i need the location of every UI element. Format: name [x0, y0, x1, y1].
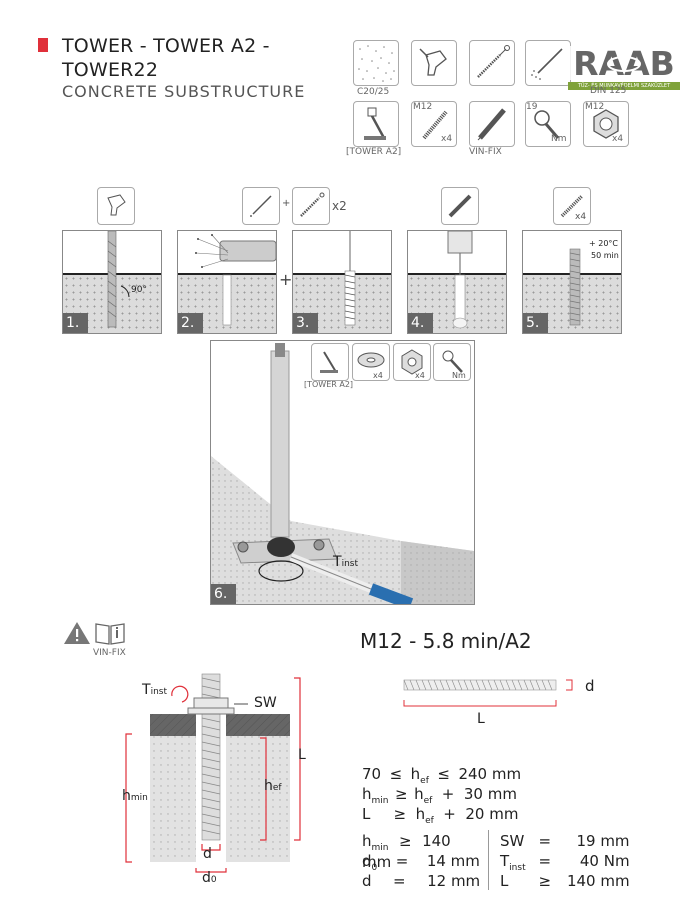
page-title: TOWER - TOWER A2 - TOWER22 — [62, 34, 270, 82]
warning-icon — [62, 620, 92, 650]
anchor-label: [TOWER A2] — [346, 147, 402, 157]
step-2-number: 2. — [178, 313, 203, 333]
injector-label: VIN-FIX — [469, 147, 502, 157]
section-hef-label: hef — [264, 778, 282, 794]
step-6-panel: Tinst [TOWER A2] x4 x4 Nm 6. — [210, 340, 475, 605]
step-1-number: 1. — [63, 313, 88, 333]
step6-unit: Nm — [452, 371, 466, 380]
step2-qty: x2 — [332, 199, 347, 213]
step1-drill-icon — [97, 187, 135, 225]
formula-d-value: d = 12 mm — [362, 872, 481, 890]
concrete-icon — [353, 40, 399, 86]
step-3-number: 3. — [293, 313, 318, 333]
formula-tinst-value: Tinst = 40 Nm — [500, 852, 630, 873]
step-5-number: 5. — [523, 313, 548, 333]
spec-heading: M12 - 5.8 min/A2 — [360, 629, 532, 653]
nut-qty-label: x4 — [612, 134, 624, 144]
wrench-size-label: 19 — [526, 102, 538, 112]
section-d-label: d — [203, 846, 212, 862]
rod-dimension-diagram — [400, 676, 573, 722]
section-hmin-label: hmin — [122, 788, 148, 804]
step2-brush-icon — [292, 187, 330, 225]
step1-angle: 90° — [131, 285, 147, 295]
step6-washer-icon — [352, 343, 390, 381]
cleaning-brush-icon — [469, 40, 515, 86]
step2-pump-icon — [242, 187, 280, 225]
step6-nut-icon — [393, 343, 431, 381]
step4-injector-icon — [441, 187, 479, 225]
rod-d-label: d — [585, 677, 595, 695]
nut-size-label: M12 — [585, 102, 605, 112]
title-marker — [38, 38, 48, 52]
raab-logo: RAAB TŰZ- ÉS MUNKAVÉDELMI SZAKÜZLET — [568, 42, 680, 90]
injection-gun-icon — [469, 101, 515, 147]
drill-icon — [411, 40, 457, 86]
section-torque-label: Tinst — [142, 682, 167, 698]
rod-qty-label: x4 — [441, 134, 453, 144]
step6-anchor-label: [TOWER A2] — [304, 380, 354, 389]
step5-qty: x4 — [575, 212, 587, 222]
blow-pump-icon — [525, 40, 571, 86]
step-6-number: 6. — [211, 584, 236, 604]
formula-hmin-value: hmin ≥ 140 mm — [362, 832, 451, 871]
torque-wrench-icon — [525, 101, 571, 147]
threaded-rod-icon — [411, 101, 457, 147]
hex-nut-icon — [583, 101, 629, 147]
manual-label: VIN-FIX — [93, 648, 126, 658]
step6-anchor-icon — [311, 343, 349, 381]
rod-L-label: L — [477, 711, 485, 727]
wrench-unit-label: Nm — [551, 134, 567, 144]
step6-torque-label: Tinst — [333, 554, 358, 570]
rod-size-label: M12 — [413, 102, 433, 112]
plus-sign: + — [282, 198, 291, 209]
section-sw-label: SW — [254, 695, 277, 711]
step-3-panel: 3. — [292, 230, 392, 334]
step-plus: + — [279, 270, 293, 289]
step-2-panel: 2. — [177, 230, 277, 334]
step6-wrench-icon — [433, 343, 471, 381]
step-1-panel: 90° 1. — [62, 230, 162, 334]
formula-divider — [488, 830, 489, 890]
step5-rod-icon — [553, 187, 591, 225]
formula-sw-value: SW = 19 mm — [500, 832, 630, 850]
formula-L-value: L ≥ 140 mm — [500, 872, 630, 890]
formula-L: L ≥ hef + 20 mm — [362, 805, 519, 826]
step5-temperature: + 20°C — [589, 239, 619, 248]
concrete-label: C20/25 — [357, 87, 390, 97]
anchor-section-diagram: Tinst SW L hmin hef d d0 — [110, 672, 330, 892]
logo-tagline: TŰZ- ÉS MUNKAVÉDELMI SZAKÜZLET — [577, 83, 671, 89]
formula-hef-range: 70 ≤ hef ≤ 240 mm — [362, 765, 522, 786]
section-d0-label: d0 — [202, 870, 217, 886]
page-subtitle: CONCRETE SUBSTRUCTURE — [62, 82, 306, 101]
step6-washer-qty: x4 — [373, 371, 383, 380]
formula-hmin: hmin ≥ hef + 30 mm — [362, 785, 517, 806]
formula-d0-value: d0 = 14 mm — [362, 852, 480, 873]
step-4-panel: 4. — [407, 230, 507, 334]
title-line-1: TOWER - TOWER A2 - — [62, 35, 270, 57]
svg-text:RAAB: RAAB — [573, 44, 675, 83]
manual-icon — [94, 620, 126, 650]
step5-time: 50 min — [591, 251, 619, 260]
step-5-panel: + 20°C 50 min 5. — [522, 230, 622, 334]
section-L-label: L — [298, 747, 306, 763]
washer-label: DIN 125 — [590, 86, 627, 96]
title-line-2: TOWER22 — [62, 59, 159, 81]
anchor-bolt-icon — [353, 101, 399, 147]
step-4-number: 4. — [408, 313, 433, 333]
step6-nut-qty: x4 — [415, 371, 425, 380]
